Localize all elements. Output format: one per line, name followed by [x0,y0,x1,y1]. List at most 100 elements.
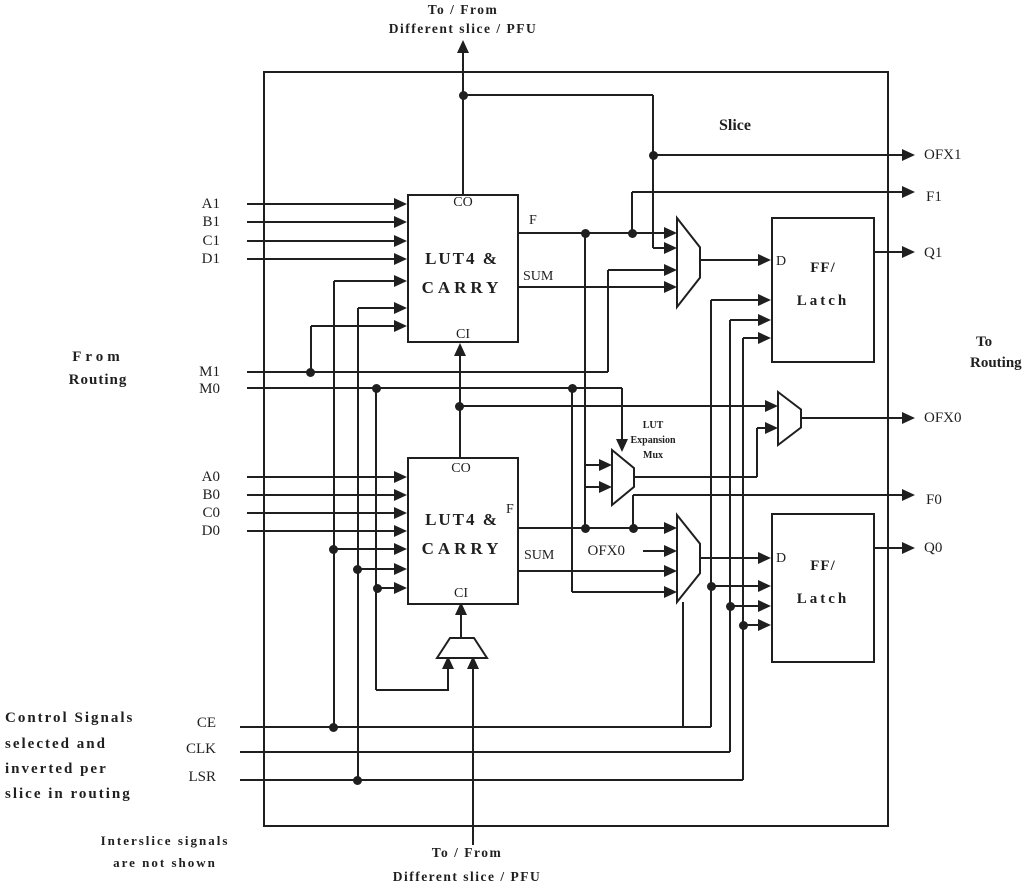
wire-vertical [652,95,654,248]
arrowhead-up [454,343,466,356]
junction-dot [305,367,315,377]
junction-dot [352,775,362,785]
input-label-b0: B0 [202,487,220,503]
wire-horizontal [633,494,903,496]
wire-vertical [682,602,684,727]
output-label-ofx0: OFX0 [924,410,962,426]
lut-top-f-port-label: F [529,213,537,228]
lut-top-ci-port-label: CI [456,327,470,342]
wire-horizontal [743,624,761,626]
junction-dot [567,383,577,393]
arrowhead-right [394,582,407,594]
wire-horizontal [757,427,768,429]
output-label-ofx1: OFX1 [924,147,962,163]
bottom-external-label-line2: Different slice / PFU [392,869,542,884]
wire-horizontal [519,286,668,288]
wire-horizontal [634,476,757,478]
wire-horizontal [653,154,903,156]
wire-horizontal [334,280,397,282]
wire-horizontal [247,240,397,242]
junction-dot [458,90,468,100]
arrowhead-right [758,294,771,306]
wire-horizontal [572,591,668,593]
interslice-note-line1: Interslice signals [100,833,230,848]
control-label-lsr: LSR [188,769,216,785]
wire-horizontal [875,547,903,549]
wire-horizontal [311,325,397,327]
ff-latch-bottom-block [771,513,875,663]
junction-dot [706,581,716,591]
arrowhead-up [457,40,469,53]
mux-trapezoid [777,389,802,448]
junction-dot [352,564,362,574]
wire-horizontal [730,605,761,607]
wire-horizontal [730,319,761,321]
input-label-m1: M1 [199,364,220,380]
arrowhead-right [758,332,771,344]
wire-horizontal [632,191,903,193]
lut-expansion-mux-label-line3: Mux [643,450,663,461]
arrowhead-up [455,602,467,615]
wire-horizontal [711,585,761,587]
wire-horizontal [459,405,768,407]
lut4-carry-top-block [407,194,519,343]
wire-horizontal [247,203,397,205]
wire-horizontal [376,689,449,691]
arrowhead-up [467,656,479,669]
wire-horizontal [711,299,761,301]
junction-dot [371,383,381,393]
junction-dot [738,620,748,630]
arrowhead-right [394,471,407,483]
arrowhead-right [765,422,778,434]
bottom-external-label-line1: To / From [431,845,503,860]
wire-vertical [631,192,633,233]
arrowhead-right [599,459,612,471]
arrowhead-right [902,412,915,424]
wire-horizontal [377,587,397,589]
arrowhead-right [394,302,407,314]
wire-horizontal [608,269,668,271]
arrowhead-right [394,525,407,537]
mux-trapezoid [676,215,701,310]
output-label-f0: F0 [926,492,942,508]
wire-vertical [357,308,359,780]
arrowhead-right [902,186,915,198]
arrowhead-down [616,439,628,452]
lut-bottom-sum-port-label: SUM [524,548,555,563]
ff-top-d-port-label: D [776,254,787,269]
from-routing-label-line2: Routing [68,372,128,388]
arrowhead-right [758,552,771,564]
wire-horizontal [240,726,711,728]
wire-vertical [710,300,712,727]
arrowhead-right [902,149,915,161]
control-note-line1: Control Signals [5,710,135,726]
arrowhead-right [664,264,677,276]
wire-horizontal [247,512,397,514]
output-label-q1: Q1 [924,245,943,261]
wire-vertical [472,668,474,845]
ff-top-title-line1: FF/ [810,260,836,276]
lut-top-co-port-label: CO [453,195,473,210]
input-label-d0: D0 [201,523,220,539]
arrowhead-right [664,522,677,534]
input-label-m0: M0 [199,381,220,397]
arrowhead-right [394,198,407,210]
wire-horizontal [519,232,668,234]
junction-dot [454,401,464,411]
arrowhead-right [394,253,407,265]
wire-vertical [310,326,312,372]
wire-vertical [375,388,377,690]
lut-bottom-f-port-label: F [506,502,514,517]
wire-horizontal [247,387,622,389]
wire-horizontal [585,464,603,466]
junction-dot [328,544,338,554]
input-label-a0: A0 [201,469,220,485]
wire-vertical [607,270,609,372]
control-label-ce: CE [196,715,216,731]
lut-expansion-mux-label-line1: LUT [642,420,664,431]
junction-dot [328,722,338,732]
ff-latch-top-block [771,217,875,363]
wire-horizontal [240,779,743,781]
arrowhead-right [765,400,778,412]
